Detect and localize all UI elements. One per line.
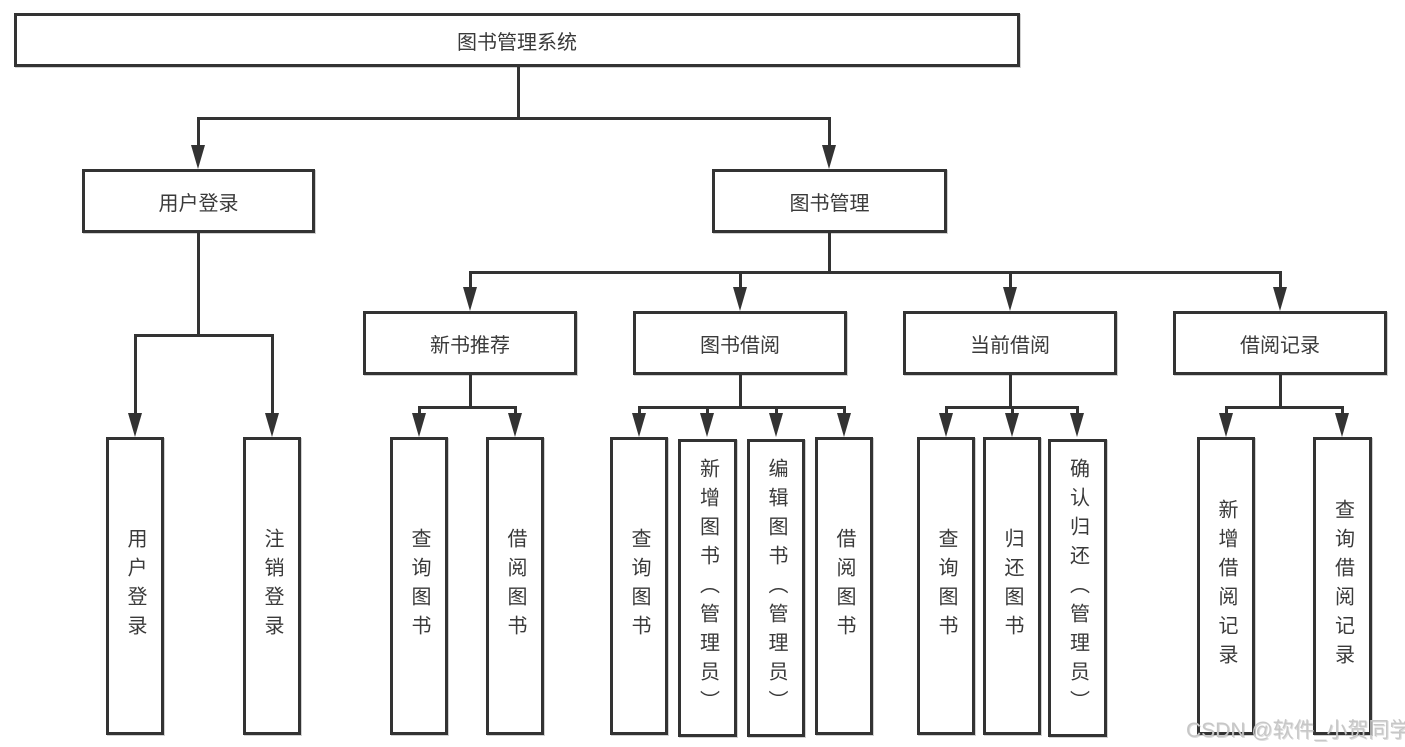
node-label: 借阅图书 xyxy=(833,528,855,644)
arrowhead-down-icon xyxy=(733,287,747,311)
connector-line xyxy=(418,406,421,416)
arrowhead-down-icon xyxy=(463,287,477,311)
arrowhead-down-icon xyxy=(700,413,714,437)
connector-line xyxy=(197,233,200,336)
connector-line xyxy=(1009,271,1012,289)
leaf-add-borrow-record: 新增借阅记录 xyxy=(1197,437,1255,735)
arrowhead-down-icon xyxy=(822,145,836,169)
node-label: 图书管理 xyxy=(789,192,870,215)
node-label: 查询图书 xyxy=(628,528,650,644)
connector-line xyxy=(638,406,845,409)
connector-line xyxy=(517,67,520,119)
arrowhead-down-icon xyxy=(412,413,426,437)
connector-line xyxy=(469,271,1282,274)
arrowhead-down-icon xyxy=(769,413,783,437)
node-label: 归还图书 xyxy=(1001,528,1023,644)
connector-line xyxy=(739,271,742,289)
node-library-management-system: 图书管理系统 xyxy=(14,13,1020,67)
connector-line xyxy=(775,406,778,416)
node-label: 确认归还（管理员） xyxy=(1066,457,1089,719)
connector-line xyxy=(1225,406,1228,416)
connector-line xyxy=(469,271,472,289)
node-label: 编辑图书（管理员） xyxy=(765,457,787,719)
connector-line xyxy=(1225,406,1343,409)
leaf-query-books-current: 查询图书 xyxy=(917,437,975,735)
node-label: 注销登录 xyxy=(261,528,283,644)
connector-line xyxy=(1341,406,1344,416)
connector-line xyxy=(134,334,273,337)
leaf-edit-books-admin: 编辑图书（管理员） xyxy=(747,439,805,737)
leaf-query-books-recommend: 查询图书 xyxy=(390,437,448,735)
node-book-borrowing: 图书借阅 xyxy=(633,311,847,375)
arrowhead-down-icon xyxy=(508,413,522,437)
arrowhead-down-icon xyxy=(128,413,142,437)
leaf-user-login: 用户登录 xyxy=(106,437,164,735)
connector-line xyxy=(1011,406,1014,416)
arrowhead-down-icon xyxy=(632,413,646,437)
connector-line xyxy=(739,375,742,408)
csdn-watermark: CSDN @软件_小贺同学 xyxy=(1186,719,1405,742)
node-label: 查询图书 xyxy=(935,528,957,644)
node-borrowing-records: 借阅记录 xyxy=(1173,311,1387,375)
node-current-borrowing: 当前借阅 xyxy=(903,311,1117,375)
node-label: 用户登录 xyxy=(124,528,146,644)
node-label: 新书推荐 xyxy=(430,334,510,357)
node-book-management: 图书管理 xyxy=(712,169,947,233)
connector-line xyxy=(418,406,516,409)
node-user-login: 用户登录 xyxy=(82,169,315,233)
node-label: 图书借阅 xyxy=(700,334,780,357)
arrowhead-down-icon xyxy=(265,413,279,437)
node-new-book-recommendation: 新书推荐 xyxy=(363,311,577,375)
node-label: 查询图书 xyxy=(408,528,430,644)
leaf-return-books: 归还图书 xyxy=(983,437,1041,735)
node-label: 借阅记录 xyxy=(1240,334,1320,357)
arrowhead-down-icon xyxy=(939,413,953,437)
connector-line xyxy=(271,334,274,415)
connector-line xyxy=(1279,271,1282,289)
node-label: 图书管理系统 xyxy=(457,31,577,54)
leaf-confirm-return-admin: 确认归还（管理员） xyxy=(1048,439,1107,737)
arrowhead-down-icon xyxy=(1003,287,1017,311)
arrowhead-down-icon xyxy=(1335,413,1349,437)
arrowhead-down-icon xyxy=(1070,413,1084,437)
connector-line xyxy=(843,406,846,416)
connector-line xyxy=(1009,375,1012,408)
leaf-query-books-borrow: 查询图书 xyxy=(610,437,668,735)
arrowhead-down-icon xyxy=(1219,413,1233,437)
leaf-add-books-admin: 新增图书（管理员） xyxy=(678,439,737,737)
arrowhead-down-icon xyxy=(1273,287,1287,311)
connector-line xyxy=(134,334,137,415)
leaf-query-borrow-record: 查询借阅记录 xyxy=(1313,437,1372,735)
node-label: 查询借阅记录 xyxy=(1331,499,1354,673)
arrowhead-down-icon xyxy=(1005,413,1019,437)
arrowhead-down-icon xyxy=(191,145,205,169)
connector-line xyxy=(1279,375,1282,408)
leaf-borrow-books-recommend: 借阅图书 xyxy=(486,437,544,735)
connector-line xyxy=(197,117,200,148)
node-label: 新增图书（管理员） xyxy=(696,457,719,719)
connector-line xyxy=(1076,406,1079,416)
connector-line xyxy=(828,117,831,148)
leaf-logout: 注销登录 xyxy=(243,437,301,735)
connector-line xyxy=(197,117,831,120)
connector-line xyxy=(945,406,948,416)
leaf-borrow-books: 借阅图书 xyxy=(815,437,873,735)
connector-line xyxy=(638,406,641,416)
node-label: 借阅图书 xyxy=(504,528,526,644)
connector-line xyxy=(514,406,517,416)
arrowhead-down-icon xyxy=(837,413,851,437)
node-label: 用户登录 xyxy=(158,192,239,215)
node-label: 新增借阅记录 xyxy=(1215,499,1237,673)
connector-line xyxy=(706,406,709,416)
node-label: 当前借阅 xyxy=(970,334,1050,357)
connector-line xyxy=(469,375,472,408)
connector-line xyxy=(828,233,831,273)
